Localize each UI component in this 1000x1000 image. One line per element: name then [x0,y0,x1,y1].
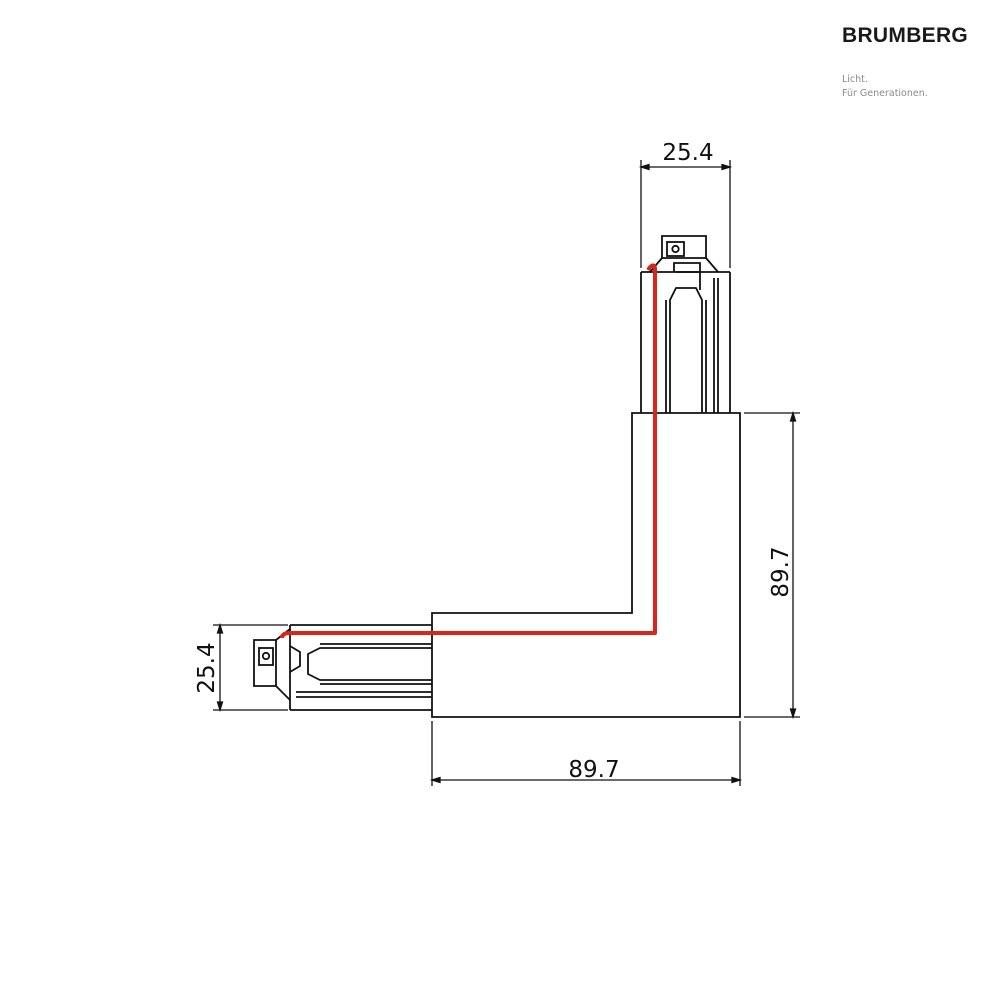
conductor-wire [280,263,657,639]
brand-tagline-line1: Licht. [842,74,868,85]
dimension-label-top: 25.4 [662,140,713,166]
dimension-label-left: 25.4 [194,642,220,693]
dimension-left-height [213,622,288,713]
dimension-label-right: 89.7 [768,546,794,597]
brand-name: BRUMBERG [842,24,969,47]
dimension-top-width [638,160,733,268]
dimension-right-height [744,410,800,720]
left-arm [253,624,432,711]
brand-logo: BRUMBERG Licht. Für Generationen. [822,18,980,104]
top-arm [640,235,731,413]
brand-tagline-line2: Für Generationen. [842,88,928,99]
dimension-label-bottom: 89.7 [568,757,619,783]
connector-body-outline [431,412,741,718]
dimension-bottom-width [429,721,743,786]
